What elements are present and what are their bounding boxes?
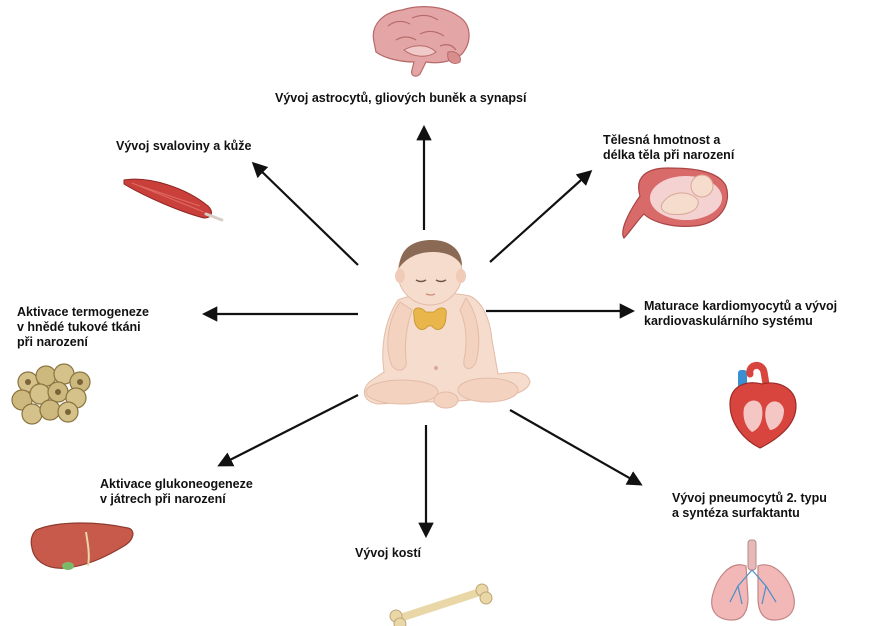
label-gluconeo-line2: v játrech při narození [100,492,253,507]
label-astrocytes: Vývoj astrocytů, gliových buněk a synaps… [275,91,526,106]
infant-with-thyroid-icon [364,240,530,408]
heart-icon [730,365,796,448]
label-pneumo-line2: a syntéza surfaktantu [672,506,827,521]
label-birth-size-line1: Tělesná hmotnost a [603,133,734,148]
label-gluconeo-line1: Aktivace glukoneogeneze [100,477,253,492]
arrow-up-left [254,164,358,265]
bone-icon [390,584,492,626]
label-gluconeogenesis: Aktivace glukoneogeneze v játrech při na… [100,477,253,507]
label-birth-size-line2: délka těla při narození [603,148,734,163]
label-bone-text: Vývoj kostí [355,546,421,561]
label-cardio-line2: kardiovaskulárního systému [644,314,837,329]
label-pneumocytes: Vývoj pneumocytů 2. typu a syntéza surfa… [672,491,827,521]
lungs-icon [712,540,795,620]
arrow-down-right [510,410,640,484]
label-thermogenesis-line2: v hnědé tukové tkáni [17,320,149,335]
muscle-icon [124,179,222,220]
label-muscle: Vývoj svaloviny a kůže [116,139,252,154]
label-thermogenesis: Aktivace termogeneze v hnědé tukové tkán… [17,305,149,350]
label-cardio: Maturace kardiomyocytů a vývoj kardiovas… [644,299,837,329]
label-thermogenesis-line3: při narození [17,335,149,350]
label-birth-size: Tělesná hmotnost a délka těla při naroze… [603,133,734,163]
label-muscle-text: Vývoj svaloviny a kůže [116,139,252,154]
label-astrocytes-text: Vývoj astrocytů, gliových buněk a synaps… [275,91,526,106]
label-cardio-line1: Maturace kardiomyocytů a vývoj [644,299,837,314]
arrow-down-left [220,395,358,465]
liver-icon [31,523,133,570]
label-bone: Vývoj kostí [355,546,421,561]
brain-icon [373,7,469,76]
arrow-up-right [490,172,590,262]
label-thermogenesis-line1: Aktivace termogeneze [17,305,149,320]
label-pneumo-line1: Vývoj pneumocytů 2. typu [672,491,827,506]
brown-fat-cells-icon [12,364,90,424]
fetus-in-uterus-icon [623,168,728,238]
